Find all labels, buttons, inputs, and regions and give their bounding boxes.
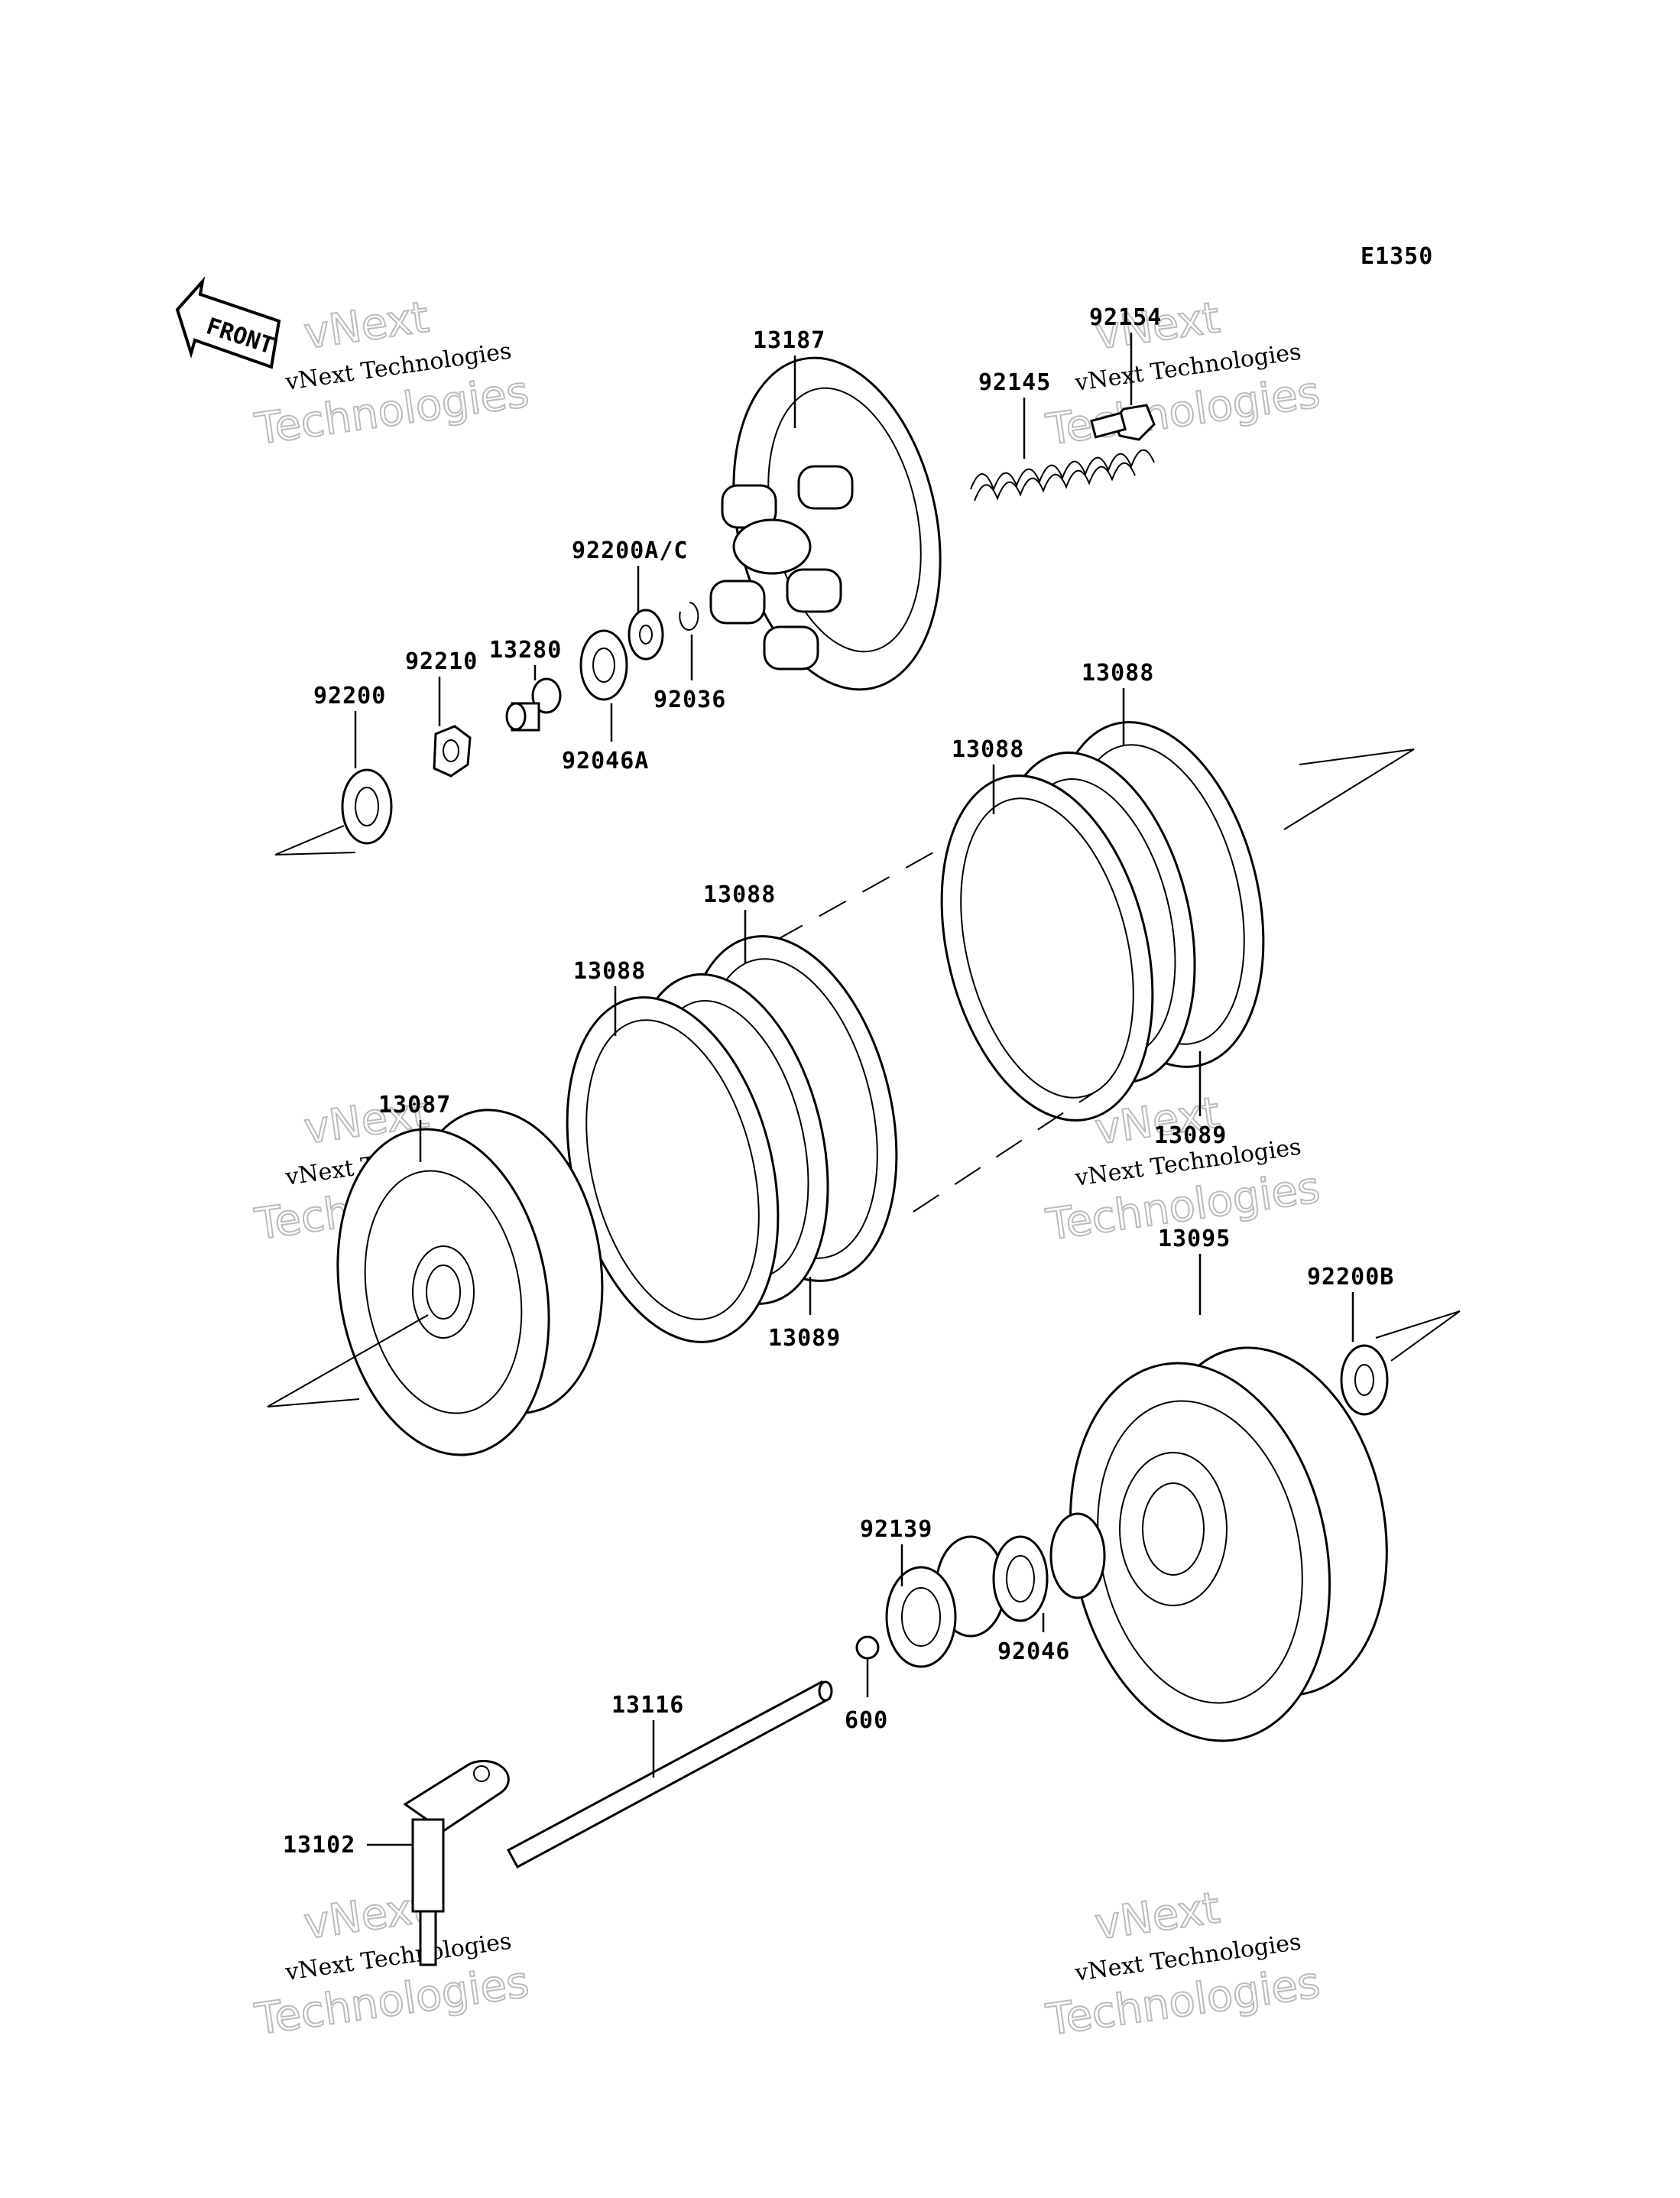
pushrod-13280 — [505, 677, 562, 732]
part-label: 92139 — [860, 1516, 932, 1543]
washer-92200ac — [628, 609, 664, 661]
part-label: 92200 — [313, 683, 386, 709]
part-label: 13280 — [489, 637, 562, 664]
diagram-code: E1350 — [1361, 243, 1433, 270]
nut-92210 — [433, 725, 472, 778]
part-label: 13089 — [1154, 1122, 1227, 1149]
part-label: 13088 — [952, 736, 1024, 763]
part-label: 600 — [845, 1707, 888, 1734]
bearing-92046a — [579, 629, 628, 701]
part-label: 13102 — [283, 1832, 355, 1859]
part-label: 92200B — [1307, 1264, 1394, 1291]
friction-plate-13088-middle-left — [566, 935, 898, 1343]
spring-92145 — [970, 449, 1155, 502]
part-label: 92210 — [405, 648, 478, 675]
bolt-92154 — [1089, 404, 1156, 441]
circlip-92036 — [679, 602, 699, 631]
clutch-housing-gear-13087 — [336, 1109, 604, 1456]
part-label: 13095 — [1158, 1226, 1231, 1252]
sleeve-92139 — [885, 1535, 1007, 1668]
part-label: 92200A/C — [572, 537, 689, 564]
pushrod-13116 — [506, 1680, 833, 1869]
release-lever-13102 — [403, 1759, 510, 1966]
steel-ball-600 — [855, 1635, 880, 1660]
part-label: 13088 — [1082, 660, 1154, 687]
svg-text:vNext: vNext — [301, 293, 432, 359]
watermark-5: vNext vNext Technologies Technologies — [251, 1882, 533, 2046]
watermark-6: vNext vNext Technologies Technologies — [1043, 1882, 1324, 2046]
clutch-hub-13095 — [1069, 1346, 1388, 1742]
part-label: 92036 — [654, 687, 726, 713]
part-label: 13088 — [573, 958, 646, 985]
part-label: 92046 — [997, 1638, 1070, 1665]
washer-92200b — [1340, 1344, 1389, 1416]
washer-92200 — [341, 768, 393, 845]
front-arrow-icon: FRONT — [175, 276, 281, 369]
pressure-plate-13187 — [709, 356, 942, 691]
part-label: 13116 — [611, 1692, 684, 1719]
part-label: 13187 — [753, 327, 825, 354]
friction-plate-13088-upper-right — [940, 721, 1265, 1122]
part-label: 13088 — [703, 881, 776, 908]
part-label: 92046A — [562, 748, 649, 774]
svg-text:vNext: vNext — [1092, 1883, 1223, 1950]
needle-bearing-92046 — [992, 1512, 1106, 1622]
part-label: 13087 — [378, 1092, 451, 1118]
part-label: 13089 — [768, 1325, 841, 1352]
watermark-2: vNext vNext Technologies Technologies — [1043, 292, 1324, 456]
part-label: 92154 — [1089, 304, 1162, 331]
watermark-1: vNext vNext Technologies Technologies — [251, 292, 533, 456]
part-label: 92145 — [978, 369, 1051, 396]
